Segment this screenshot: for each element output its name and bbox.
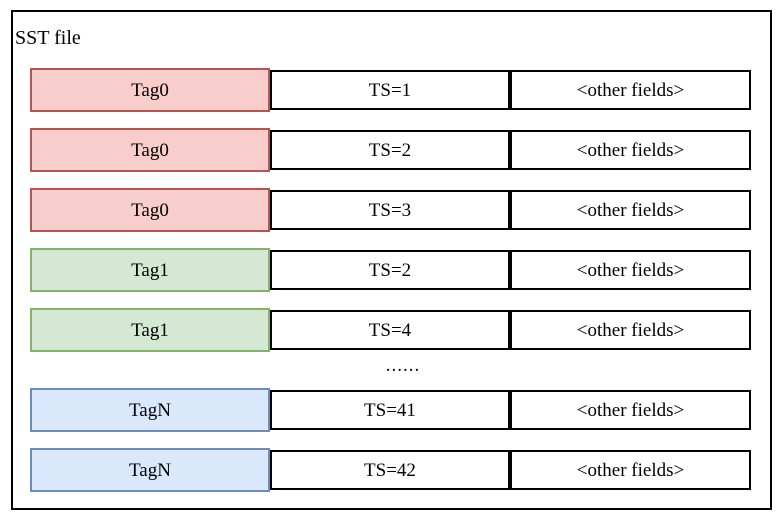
other-fields-cell: <other fields> (510, 130, 751, 170)
record-row: Tag1 TS=2 <other fields> (30, 248, 751, 292)
other-fields-label: <other fields> (576, 139, 685, 161)
record-row: TagN TS=41 <other fields> (30, 388, 751, 432)
timestamp-cell: TS=4 (270, 310, 510, 350)
sst-file-box: SST file Tag0 TS=1 <other fields> Tag0 T… (11, 10, 772, 510)
sst-file-title: SST file (15, 27, 81, 49)
timestamp-cell: TS=2 (270, 130, 510, 170)
other-fields-cell: <other fields> (510, 450, 751, 490)
record-row: Tag0 TS=2 <other fields> (30, 128, 751, 172)
other-fields-label: <other fields> (576, 459, 685, 481)
other-fields-label: <other fields> (576, 199, 685, 221)
other-fields-cell: <other fields> (510, 70, 751, 110)
timestamp-cell: TS=2 (270, 250, 510, 290)
timestamp-label: TS=41 (364, 399, 416, 421)
tag-label: Tag0 (131, 199, 169, 221)
record-row: Tag1 TS=4 <other fields> (30, 308, 751, 352)
tag-label: Tag1 (131, 259, 169, 281)
tag-cell: Tag1 (30, 248, 270, 292)
other-fields-cell: <other fields> (510, 250, 751, 290)
record-row: Tag0 TS=1 <other fields> (30, 68, 751, 112)
tag-cell: Tag1 (30, 308, 270, 352)
timestamp-cell: TS=1 (270, 70, 510, 110)
ellipsis-rows-indicator: ...... (385, 355, 421, 376)
timestamp-label: TS=1 (368, 79, 412, 101)
tag-cell: TagN (30, 448, 270, 492)
tag-cell: Tag0 (30, 128, 270, 172)
other-fields-label: <other fields> (576, 79, 685, 101)
record-row: Tag0 TS=3 <other fields> (30, 188, 751, 232)
tag-cell: TagN (30, 388, 270, 432)
timestamp-label: TS=2 (368, 139, 412, 161)
tag-label: Tag0 (131, 139, 169, 161)
timestamp-label: TS=2 (368, 259, 412, 281)
tag-label: Tag1 (131, 319, 169, 341)
timestamp-label: TS=42 (364, 459, 416, 481)
record-row: TagN TS=42 <other fields> (30, 448, 751, 492)
timestamp-label: TS=4 (368, 319, 412, 341)
timestamp-label: TS=3 (368, 199, 412, 221)
tag-label: TagN (129, 459, 171, 481)
tag-cell: Tag0 (30, 68, 270, 112)
other-fields-label: <other fields> (576, 319, 685, 341)
tag-label: Tag0 (131, 79, 169, 101)
other-fields-label: <other fields> (576, 399, 685, 421)
other-fields-label: <other fields> (576, 259, 685, 281)
timestamp-cell: TS=42 (270, 450, 510, 490)
other-fields-cell: <other fields> (510, 190, 751, 230)
timestamp-cell: TS=41 (270, 390, 510, 430)
other-fields-cell: <other fields> (510, 390, 751, 430)
tag-label: TagN (129, 399, 171, 421)
tag-cell: Tag0 (30, 188, 270, 232)
other-fields-cell: <other fields> (510, 310, 751, 350)
timestamp-cell: TS=3 (270, 190, 510, 230)
